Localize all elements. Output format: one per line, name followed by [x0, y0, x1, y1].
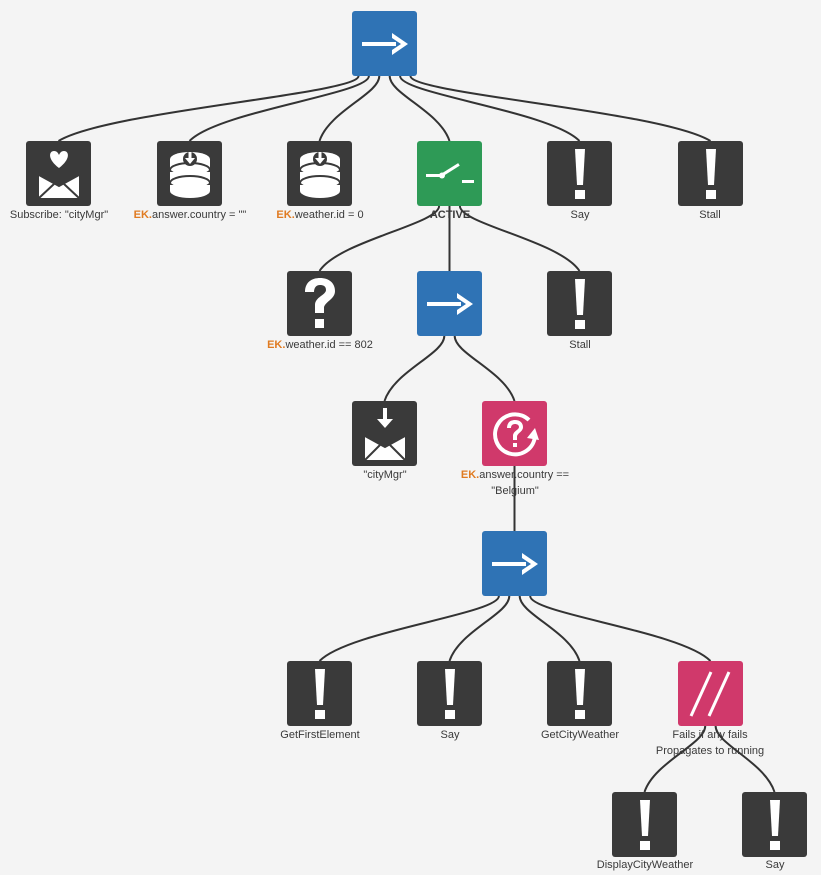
wait-country-node[interactable]: [482, 401, 547, 466]
say-bottom-node[interactable]: [742, 792, 807, 857]
edge-parallel-say_bottom: [714, 725, 776, 793]
say-inner-label: Say: [440, 729, 460, 741]
edge-inner_sequence-get_weather: [518, 595, 581, 662]
get-first-node[interactable]: [287, 661, 352, 726]
get-weather-node[interactable]: [547, 661, 612, 726]
mid-sequence-node[interactable]: [417, 271, 482, 336]
say-top-node[interactable]: [547, 141, 612, 206]
edge-active_selector-check_weather: [318, 205, 441, 272]
database-write-icon: [298, 151, 341, 198]
subscribe-node[interactable]: [26, 141, 91, 206]
say-top-label: Say: [570, 209, 590, 221]
edge-root_sequence-active_selector: [388, 75, 451, 142]
root-sequence-node[interactable]: [352, 11, 417, 76]
stall-top-label: Stall: [699, 209, 721, 221]
stall-mid-node[interactable]: [547, 271, 612, 336]
set-weather-node[interactable]: [287, 141, 352, 206]
arrow-right-icon: [426, 292, 473, 315]
active-selector-node[interactable]: [417, 141, 482, 206]
exclamation-icon: [574, 148, 585, 199]
check-weather-node[interactable]: [287, 271, 352, 336]
parallel-label: Fails if any fails Propagates to running: [655, 729, 765, 757]
parallel-node[interactable]: [678, 661, 743, 726]
subscribe-label: Subscribe: "cityMgr": [9, 209, 109, 221]
edge-root_sequence-set_country: [188, 75, 370, 142]
edge-inner_sequence-parallel: [529, 595, 712, 662]
receive-label: "cityMgr": [363, 469, 407, 481]
edge-root_sequence-stall_top: [409, 75, 712, 142]
edge-mid_sequence-wait_country: [453, 335, 516, 402]
display-weather-node[interactable]: [612, 792, 677, 857]
exclamation-icon: [769, 799, 780, 850]
question-loop-icon: [492, 411, 539, 456]
set-country-node[interactable]: [157, 141, 222, 206]
edge-inner_sequence-say_inner: [448, 595, 511, 662]
set-country-label: EK.answer.country = "": [133, 209, 247, 221]
get-first-label: GetFirstElement: [280, 729, 360, 741]
stall-mid-label: Stall: [569, 339, 591, 351]
question-icon: [304, 277, 335, 328]
check-weather-label: EK.weather.id == 802: [267, 339, 373, 351]
arrow-right-icon: [361, 32, 408, 55]
stall-top-node[interactable]: [678, 141, 743, 206]
edge-parallel-display_weather: [643, 725, 707, 793]
exclamation-icon: [574, 668, 585, 719]
exclamation-icon: [705, 148, 716, 199]
mail-receive-icon: [363, 407, 406, 461]
exclamation-icon: [314, 668, 325, 719]
parallel-icon: [689, 670, 730, 717]
get-weather-label: GetCityWeather: [540, 729, 620, 741]
set-weather-label: EK.weather.id = 0: [276, 209, 364, 221]
edge-root_sequence-say_top: [399, 75, 581, 142]
edge-root_sequence-set_weather: [318, 75, 381, 142]
inner-sequence-node[interactable]: [482, 531, 547, 596]
exclamation-icon: [444, 668, 455, 719]
active-selector-label: ACTIVE: [429, 209, 471, 221]
arrow-right-icon: [491, 552, 538, 575]
display-weather-label: DisplayCityWeather: [596, 859, 694, 871]
wait-country-label: EK.answer.country == "Belgium": [460, 469, 570, 497]
exclamation-icon: [574, 278, 585, 329]
database-write-icon: [168, 151, 211, 198]
say-inner-node[interactable]: [417, 661, 482, 726]
heart-mail-icon: [37, 150, 80, 199]
switch-icon: [425, 162, 474, 183]
edge-active_selector-stall_mid: [458, 205, 581, 272]
edge-inner_sequence-get_first: [318, 595, 500, 662]
edge-root_sequence-subscribe: [57, 75, 360, 142]
receive-node[interactable]: [352, 401, 417, 466]
edge-mid_sequence-receive: [383, 335, 446, 402]
exclamation-icon: [639, 799, 650, 850]
say-bottom-label: Say: [765, 859, 785, 871]
